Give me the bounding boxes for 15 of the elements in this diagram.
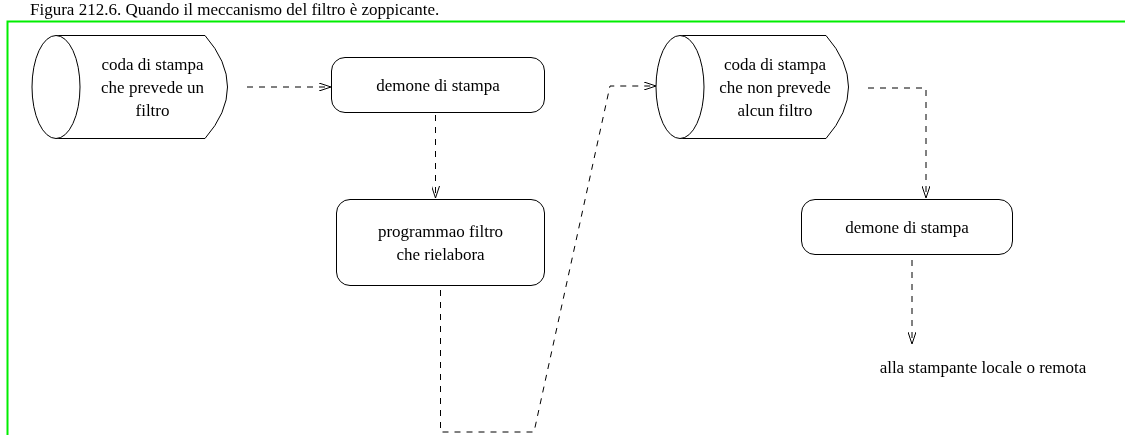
node-label: programmao filtro che rielabora xyxy=(376,220,505,266)
output-label: alla stampante locale o remota xyxy=(879,356,1087,379)
node-label: demone di stampa xyxy=(845,216,969,239)
arrow xyxy=(246,82,332,92)
arrow xyxy=(440,81,657,433)
figure-title: Figura 212.6. Quando il meccanismo del filtro è zoppicante. xyxy=(30,0,440,19)
arrow xyxy=(867,87,931,199)
node-label: demone di stampa xyxy=(376,74,500,97)
process-box xyxy=(336,199,545,286)
process-box xyxy=(331,57,545,113)
node-label: coda di stampa che prevede un filtro xyxy=(100,53,205,122)
node-label: coda di stampa che non prevede alcun filtro xyxy=(718,53,832,122)
arrow xyxy=(431,114,440,199)
arrow xyxy=(907,259,917,345)
process-box xyxy=(801,199,1013,255)
